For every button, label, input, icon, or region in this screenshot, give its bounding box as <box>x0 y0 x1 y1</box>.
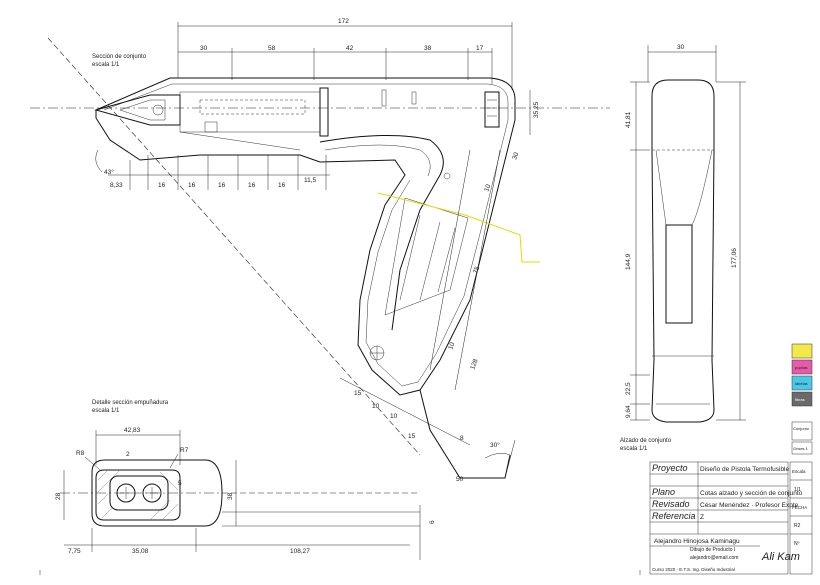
gun-body <box>95 77 516 396</box>
barrel <box>179 91 321 133</box>
dim-bottom-2: 16 <box>188 182 196 189</box>
swatch-yellow <box>791 343 813 359</box>
swatch-label-1: pupilas <box>795 365 808 370</box>
detail-r2: R7 <box>180 447 189 454</box>
tb-side-1: Escala <box>792 469 806 474</box>
dim-grip-low: 10 <box>447 341 456 351</box>
dim-seg-4: 38 <box>424 45 432 52</box>
detail-b2: 35,08 <box>132 548 149 555</box>
dim-seg-5: 17 <box>476 45 484 52</box>
section-view: Sección de conjunto escala 1/1 172 30 58… <box>30 18 610 483</box>
swatch-pink <box>791 359 813 375</box>
dim-seg-1: 30 <box>200 45 208 52</box>
legend-note-2: Grises 1 <box>793 446 809 451</box>
tb-label-plane: Plano <box>652 487 675 497</box>
elev-width: 30 <box>677 44 685 51</box>
detail-title: Detalle sección empuñadura <box>92 400 169 406</box>
elev-h4: 9,64 <box>625 405 632 418</box>
legend-note-1: Conjunto <box>793 426 810 431</box>
elev-h3: 22,5 <box>625 382 632 395</box>
dim-nozzle-angle: 43° <box>104 168 114 176</box>
gun-base <box>419 389 511 479</box>
dim-base-4: 15 <box>408 433 416 440</box>
section-scale: escala 1/1 <box>92 62 120 68</box>
dim-seg-3: 42 <box>346 45 354 52</box>
tb-label-revision: Revisado <box>652 499 690 509</box>
tb-signature: Ali Kam <box>761 551 800 563</box>
tb-project: Diseño de Pistola Termofusible <box>700 466 790 473</box>
elevation-scale: escala 1/1 <box>620 446 648 452</box>
detail-width: 42,83 <box>124 427 141 434</box>
detail-small: 5 <box>178 480 182 487</box>
dim-bottom-first: 8,33 <box>110 182 123 189</box>
tb-side-2: 1/1 <box>794 487 801 493</box>
tb-side-5: Nº <box>794 541 800 547</box>
dim-base-angle: 30° <box>490 441 500 449</box>
cut-line <box>377 192 540 263</box>
tb-reference: Z <box>700 514 704 521</box>
dim-grip-top: 30 <box>511 151 520 161</box>
detail-b3: 108,27 <box>290 548 310 555</box>
grip-section <box>384 197 469 316</box>
tb-side-3: FECHA <box>792 505 807 510</box>
dim-grip-diag: 75 <box>472 265 481 275</box>
dim-base-small: 8 <box>460 435 464 442</box>
elevation-view: 30 41,81 144,9 177,06 22,5 9,64 Alzado d… <box>620 44 746 452</box>
title-block: Proyecto Plano Revisado Referencia Diseñ… <box>649 461 813 575</box>
dim-seg-2: 58 <box>268 45 276 52</box>
swatch-label-3: fibras <box>795 397 805 402</box>
detail-r1: R8 <box>76 450 85 457</box>
elevation-title: Alzado de conjunto <box>620 438 672 444</box>
dim-bottom-1: 16 <box>158 182 166 189</box>
dim-base-2: 10 <box>372 403 380 410</box>
detail-height: 28 <box>55 492 62 500</box>
detail-inner: 2 <box>126 451 130 458</box>
elev-h1: 41,81 <box>625 111 632 128</box>
detail-hole-right <box>142 483 162 503</box>
swatch-cyan <box>791 375 813 391</box>
tb-author-sub: Dibujo de Producto I <box>690 547 735 553</box>
tb-email: alejandro@email.com <box>690 555 738 561</box>
tb-revision: César Menéndez · Profesor Expte <box>700 502 799 509</box>
dim-base-diag: 50 <box>456 476 464 483</box>
elevation-window <box>665 224 693 324</box>
tb-footer: Curso 2020 · E.T.S. Ing. Diseño Industri… <box>652 567 735 572</box>
construction-line <box>47 37 421 456</box>
back-vent <box>484 91 500 128</box>
tb-side-4: R2 <box>794 523 801 529</box>
dim-bottom-5: 16 <box>278 182 286 189</box>
dim-bottom-4: 16 <box>248 182 256 189</box>
tb-plane: Cotas alzado y sección de conjunto <box>700 490 803 497</box>
elev-total: 177,06 <box>731 248 738 268</box>
dim-grip-long: 128 <box>469 358 479 371</box>
dim-bottom-3: 16 <box>218 182 226 189</box>
color-legend: pupilas lábelas fibras Conjunto Grises 1 <box>791 343 813 455</box>
elevation-body <box>651 79 715 423</box>
detail-outer <box>91 459 223 527</box>
dim-right-height: 35,25 <box>533 101 540 118</box>
section-title: Sección de conjunto <box>92 54 147 60</box>
grip-detail-view: Detalle sección empuñadura escala 1/1 42… <box>55 400 436 560</box>
trigger-guard <box>319 134 444 331</box>
detail-scale: escala 1/1 <box>92 408 120 414</box>
detail-b1: 7,75 <box>68 548 81 555</box>
tb-label-reference: Referencia <box>652 511 696 521</box>
dim-total: 172 <box>338 18 349 25</box>
detail-section <box>95 469 181 521</box>
dim-grip-side: 10 <box>483 183 492 193</box>
elev-h2: 144,9 <box>625 253 632 270</box>
dim-base-3: 10 <box>390 413 398 420</box>
dim-base-1: 15 <box>354 390 362 397</box>
dim-bottom-6: 11,5 <box>304 177 317 184</box>
detail-side: 38 <box>227 492 234 500</box>
swatch-label-2: lábelas <box>795 381 808 386</box>
nozzle <box>94 94 181 126</box>
tb-label-project: Proyecto <box>652 463 688 473</box>
swatch-gray <box>791 391 813 407</box>
tb-author: Alejandro Hinojosa Kaminagu <box>654 538 740 545</box>
detail-b4: 6 <box>429 520 436 524</box>
